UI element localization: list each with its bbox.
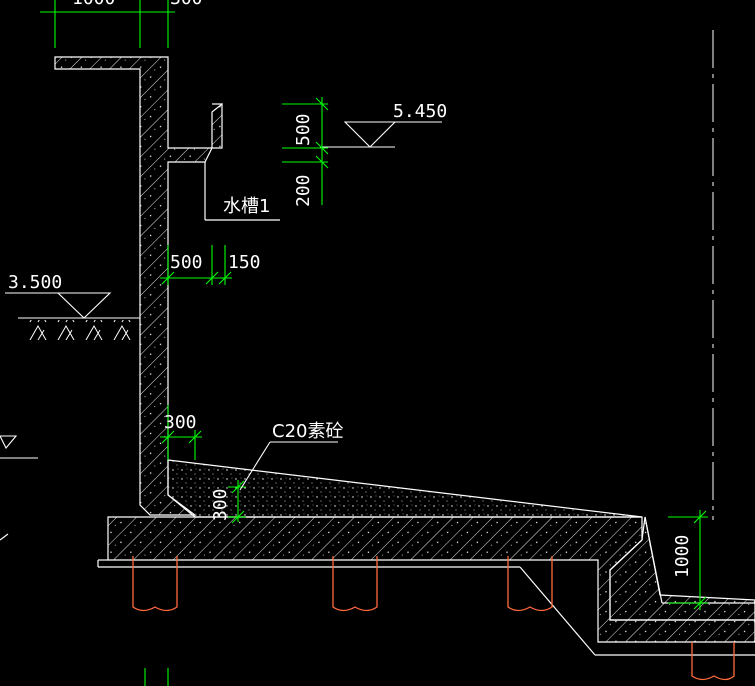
dim-gutter-width: 500 <box>170 252 203 273</box>
blinding-line <box>97 559 755 656</box>
dimension-lines <box>40 0 708 686</box>
leader-lines <box>239 441 338 491</box>
gutter-label: 水槽1 <box>223 196 270 217</box>
dim-wall-thickness: 150 <box>228 252 261 273</box>
pile-1 <box>132 556 178 612</box>
pile-4 <box>691 642 735 681</box>
base-slab <box>107 516 755 643</box>
fill-concrete-wedge <box>167 459 643 518</box>
elevation-marker-top <box>320 121 442 148</box>
ground-left <box>0 317 140 541</box>
pile-3 <box>507 556 553 612</box>
dim-top-left: 1000 <box>72 0 115 9</box>
elevation-marker-left <box>5 292 112 319</box>
dim-pit-depth: 1000 <box>672 535 693 578</box>
pile-2 <box>332 556 378 612</box>
dim-gutter-depth: 500 <box>293 113 314 146</box>
elevation-top-label: 5.450 <box>393 101 447 122</box>
gutter-outline <box>204 103 280 221</box>
elevation-left-label: 3.500 <box>8 272 62 293</box>
concrete-wall <box>54 56 223 516</box>
dim-gutter-offset: 200 <box>293 174 314 207</box>
dim-fill-left: 300 <box>164 412 197 433</box>
fill-concrete-label: C20素砼 <box>272 421 343 442</box>
dim-top-right: 300 <box>170 0 203 9</box>
piles <box>132 556 735 681</box>
dim-fill-height: 300 <box>210 488 231 521</box>
